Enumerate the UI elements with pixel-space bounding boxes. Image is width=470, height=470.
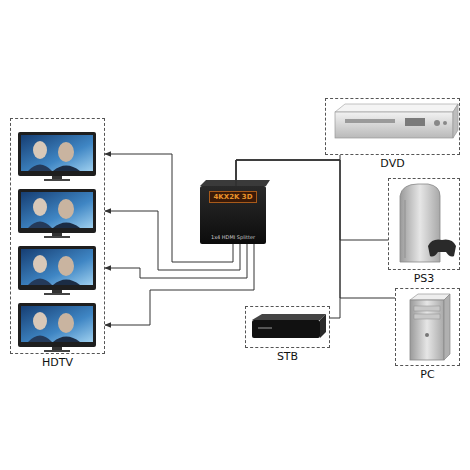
- ps3-console: [405, 200, 406, 258]
- signal-cable: [105, 244, 247, 278]
- set-top-box: [252, 314, 326, 320]
- dvd-player: [335, 104, 458, 138]
- node-label: STB: [226, 350, 349, 363]
- set-top-box: [252, 320, 320, 338]
- pc-tower: [425, 333, 429, 337]
- signal-cable: [105, 154, 233, 262]
- device-label: 4KX2K 3D: [209, 191, 256, 203]
- pc-tower: [414, 314, 440, 319]
- dvd-player: [434, 120, 440, 126]
- pc-tower: [410, 300, 444, 360]
- pc-tower: [410, 294, 450, 360]
- dvd-player: [405, 118, 425, 126]
- pc-tower: [444, 294, 450, 360]
- source-box: PC: [395, 288, 460, 366]
- set-top-box: [258, 327, 272, 329]
- signal-cable: [236, 160, 395, 298]
- node-label: HDTV: [0, 356, 124, 369]
- set-top-box: [252, 314, 326, 338]
- source-box: STB: [245, 306, 330, 348]
- hdtv-set: [18, 132, 96, 181]
- signal-cable: [105, 244, 254, 325]
- hdtv-set: [18, 246, 96, 295]
- source-box: DVD: [325, 98, 460, 155]
- ps3-console: [400, 184, 456, 262]
- dvd-player: [453, 104, 458, 138]
- pc-tower: [410, 294, 450, 300]
- signal-cable: [236, 160, 340, 318]
- hdtv-set: [18, 189, 96, 238]
- hdtv-set: [18, 132, 96, 352]
- node-label: DVD: [306, 157, 470, 170]
- dvd-player: [443, 121, 447, 125]
- node-label: PC: [376, 368, 470, 381]
- dvd-player: [335, 104, 458, 112]
- hdmi-splitter: 4KX2K 3D 1x4 HDMI Splitter: [200, 186, 266, 244]
- display-group: HDTV: [10, 118, 105, 354]
- source-box: PS3: [388, 178, 460, 270]
- signal-cable: [105, 211, 240, 270]
- hdtv-set: [18, 303, 96, 352]
- device-label: 1x4 HDMI Splitter: [211, 234, 255, 240]
- set-top-box: [320, 314, 326, 338]
- signal-cable: [236, 160, 388, 240]
- node-label: PS3: [369, 272, 470, 285]
- pc-tower: [414, 306, 440, 311]
- signal-cable: [236, 155, 340, 186]
- ps3-console: [428, 240, 456, 257]
- dvd-player: [335, 112, 453, 138]
- dvd-player: [345, 119, 395, 123]
